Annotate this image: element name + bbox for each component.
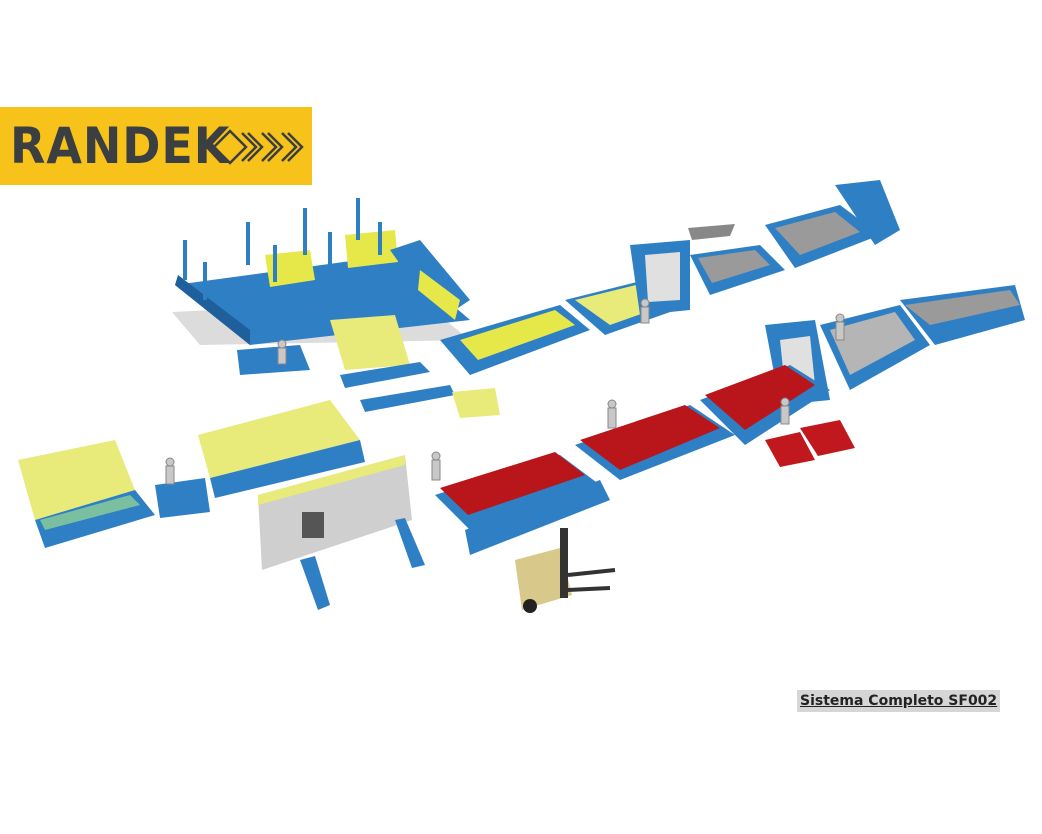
wall-panel-base (210, 440, 365, 498)
small-table (237, 345, 310, 375)
wall-panel-table (198, 400, 360, 478)
conveyor-end (465, 480, 610, 555)
panel-storage-rack (258, 455, 425, 610)
conveyor (340, 362, 430, 388)
chevron-arrows-icon (212, 129, 304, 165)
red-stack (765, 432, 815, 467)
lift-tool (688, 224, 735, 240)
randek-logo: RANDEK (0, 107, 312, 185)
forklift (515, 528, 616, 613)
lumber-stack (452, 388, 500, 418)
conveyor (360, 385, 455, 412)
system-caption: Sistema Completo SF002 (797, 690, 1001, 712)
red-stack (800, 420, 855, 456)
small-table (330, 315, 410, 370)
worker-figures (165, 298, 845, 485)
turnover-frame (835, 180, 900, 245)
logo-wordmark: RANDEK (10, 117, 231, 175)
wall-panel-table (18, 440, 135, 520)
station (155, 478, 210, 518)
